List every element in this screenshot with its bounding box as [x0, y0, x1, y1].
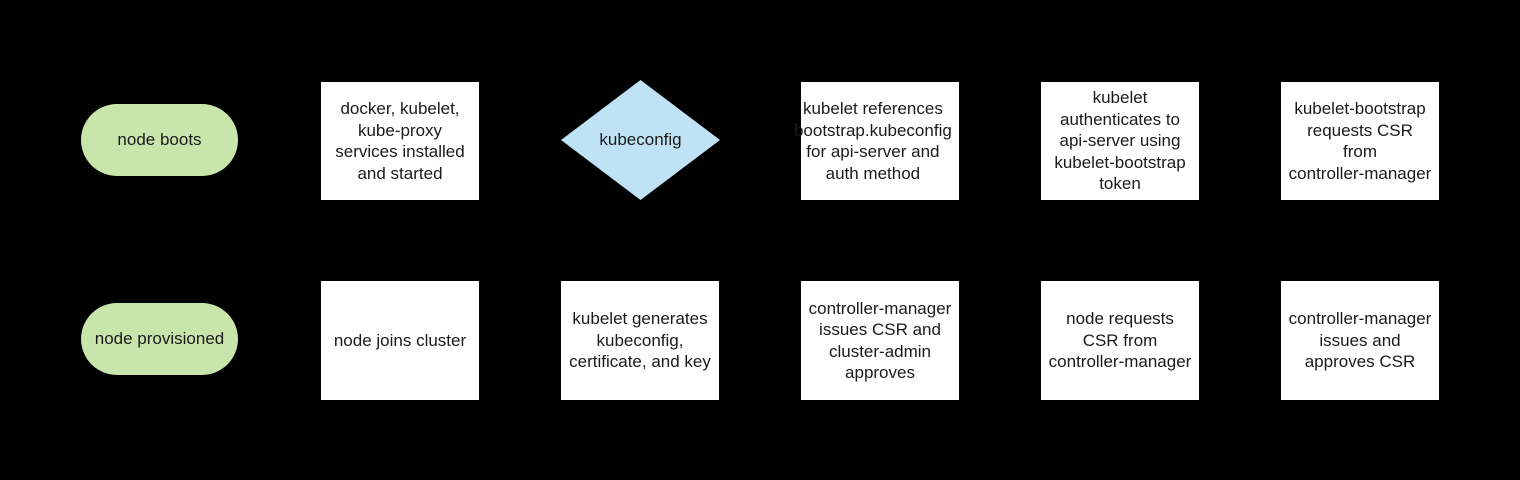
flow-node-label: kubelet-bootstrap requests CSR from cont…	[1288, 99, 1432, 183]
flow-node-kubelet-bootstrap-requests-csr[interactable]: kubelet-bootstrap requests CSR from cont…	[1281, 82, 1439, 200]
flow-node-kubelet-authenticates[interactable]: kubelet authenticates to api-server usin…	[1041, 82, 1199, 200]
flow-node-kubelet-generates-kubeconfig[interactable]: kubelet generates kubeconfig, certificat…	[561, 281, 719, 400]
flow-node-kubelet-references-bootstrap[interactable]: kubelet references bootstrap.kubeconfig …	[794, 82, 959, 200]
flow-node-node-provisioned[interactable]: node provisioned	[81, 303, 238, 375]
flow-node-label: controller-manager issues and approves C…	[1288, 309, 1432, 372]
flow-node-services-installed[interactable]: docker, kubelet, kube-proxy services ins…	[321, 82, 479, 200]
flow-node-label: kubelet references bootstrap.kubeconfig …	[793, 99, 952, 183]
flow-node-kubeconfig-decision[interactable]: kubeconfig	[561, 80, 720, 200]
flow-node-node-joins-cluster[interactable]: node joins cluster	[321, 281, 479, 400]
flow-node-label: node requests CSR from controller-manage…	[1048, 309, 1192, 372]
flow-node-node-requests-csr[interactable]: node requests CSR from controller-manage…	[1041, 281, 1199, 400]
flow-node-label: node joins cluster	[333, 330, 467, 350]
flow-node-label: docker, kubelet, kube-proxy services ins…	[335, 99, 465, 183]
flow-node-controller-manager-issues-csr[interactable]: controller-manager issues CSR and cluste…	[801, 281, 959, 400]
flow-node-label: controller-manager issues CSR and cluste…	[808, 298, 952, 383]
flow-node-label: kubelet generates kubeconfig, certificat…	[569, 309, 711, 372]
flow-node-controller-manager-approves-csr[interactable]: controller-manager issues and approves C…	[1281, 281, 1439, 400]
flow-node-node-boots[interactable]: node boots	[81, 104, 238, 176]
flow-node-label: node boots	[117, 130, 202, 150]
flow-node-label: kubelet authenticates to api-server usin…	[1054, 88, 1186, 194]
diamond-icon	[561, 80, 720, 200]
flow-node-label: node provisioned	[94, 329, 225, 349]
flow-node-label: kubeconfig	[599, 130, 682, 150]
